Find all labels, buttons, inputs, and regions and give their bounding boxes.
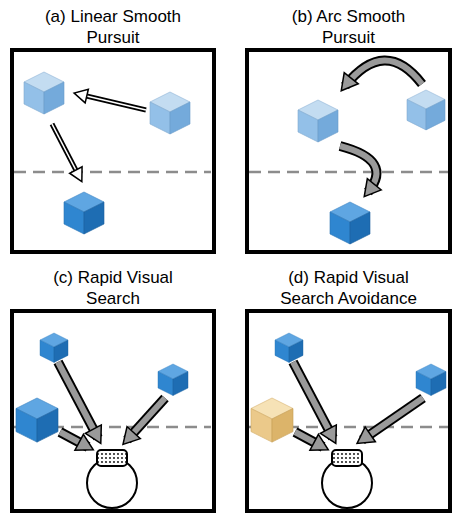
panel-heading: (a) Linear Smooth Pursuit xyxy=(28,7,198,48)
panel-heading: (c) Rapid Visual Search xyxy=(28,268,198,309)
task-panel: (a) Linear Smooth Pursuit xyxy=(10,48,216,254)
task-panel: (d) Rapid Visual Search Avoidance xyxy=(245,309,452,513)
task-panel: (b) Arc Smooth Pursuit xyxy=(245,48,452,254)
task-panel: (c) Rapid Visual Search xyxy=(10,309,216,513)
panel-heading: (b) Arc Smooth Pursuit xyxy=(264,7,434,48)
panel-heading: (d) Rapid Visual Search Avoidance xyxy=(264,268,434,309)
